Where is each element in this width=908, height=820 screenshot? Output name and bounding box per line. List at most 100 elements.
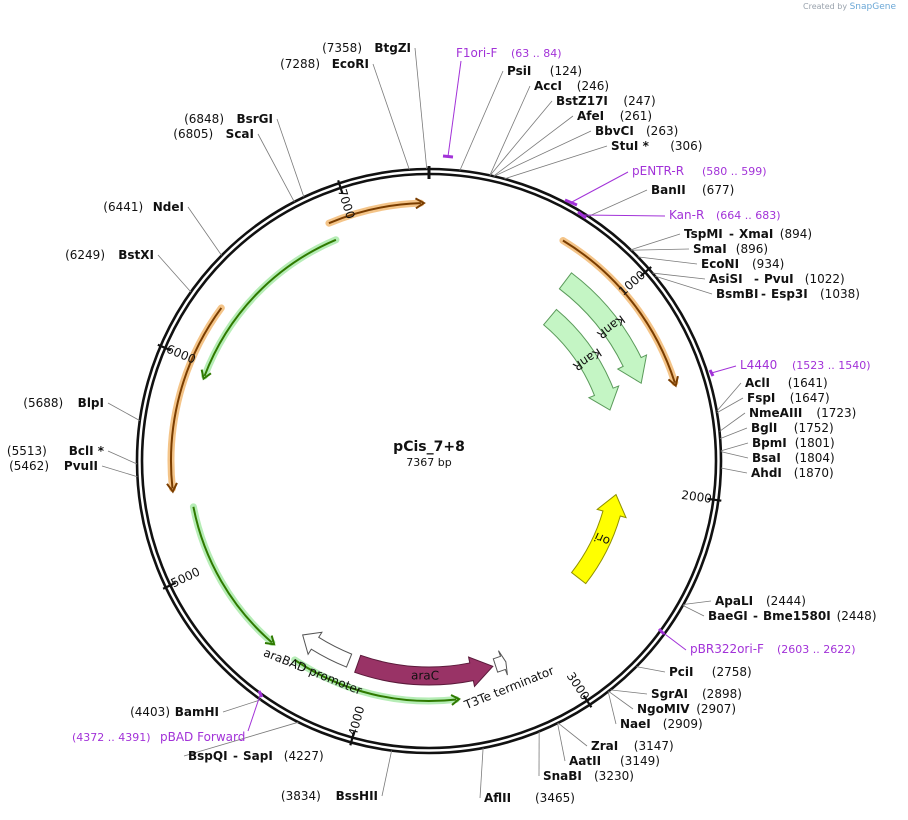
site-name: ZraI xyxy=(591,739,618,753)
site-position: (124) xyxy=(550,64,582,78)
site-bsshii[interactable]: BssHII(3834) xyxy=(281,750,393,803)
site-position: (4227) xyxy=(284,749,324,763)
site-connector xyxy=(504,145,608,180)
primer-f1orif[interactable]: F1ori-F(63 .. 84) xyxy=(442,46,562,159)
site-zrai[interactable]: ZraI(3147) xyxy=(557,722,674,753)
plasmid-length: 7367 bp xyxy=(406,456,451,469)
feature-t3te-arrow[interactable] xyxy=(492,650,508,676)
site-bspqi[interactable]: BspQI-SapI(4227) xyxy=(183,721,324,763)
feature-ori-arrow[interactable] xyxy=(570,493,627,585)
site-asisi[interactable]: AsiSI-PvuI(1022) xyxy=(652,272,845,286)
site-position: (2898) xyxy=(702,687,742,701)
site-naei[interactable]: NaeI(2909) xyxy=(607,691,703,731)
site-position: (7288) xyxy=(280,57,320,71)
site-connector xyxy=(720,451,749,459)
site-name: ScaI xyxy=(226,127,254,141)
site-bamhi[interactable]: BamHI(4403) xyxy=(130,699,261,719)
highlight-layer xyxy=(166,197,679,706)
site-aatii[interactable]: AatII(3149) xyxy=(557,723,660,768)
site-scai[interactable]: ScaI(6805) xyxy=(173,127,295,203)
site-name: BanII xyxy=(651,183,686,197)
site-connector xyxy=(652,272,706,280)
primer-name: L4440 xyxy=(740,358,777,372)
site-bpmi[interactable]: BpmI(1801) xyxy=(720,436,835,452)
site-bbvci[interactable]: BbvCI(263) xyxy=(493,124,678,177)
site-connector xyxy=(716,382,742,412)
site-pvuii[interactable]: PvuII(5462) xyxy=(9,459,138,478)
site-stui[interactable]: StuI *(306) xyxy=(504,139,702,180)
site-bsmbi[interactable]: BsmBI-Esp3I(1038) xyxy=(654,275,860,301)
site-name: NgoMIV xyxy=(637,702,690,716)
site-connector xyxy=(459,70,504,171)
primer-kanr[interactable]: Kan-R(664 .. 683) xyxy=(577,208,781,222)
site-connector xyxy=(720,442,749,452)
site-connector xyxy=(101,465,138,478)
primer-connector xyxy=(581,214,666,217)
site-psii[interactable]: PsiI(124) xyxy=(459,64,582,171)
site-bsai[interactable]: BsaI(1804) xyxy=(720,451,835,465)
site-name: BaeGI xyxy=(708,609,748,623)
site-ecori[interactable]: EcoRI(7288) xyxy=(280,57,410,170)
center-label: pCis_7+8 7367 bp xyxy=(393,439,465,469)
site-name: BamHI xyxy=(175,705,219,719)
site-btgzi[interactable]: BtgZI(7358) xyxy=(322,41,428,170)
site-position: (1641) xyxy=(788,376,828,390)
site-position: (934) xyxy=(752,257,784,271)
feature-kanr-2-arrow[interactable] xyxy=(542,308,620,411)
scale-tick-label-4000: 4000 xyxy=(346,705,368,738)
site-banii[interactable]: BanII(677) xyxy=(588,183,734,217)
site-position: (5688) xyxy=(23,396,63,410)
site-fspi[interactable]: FspI(1647) xyxy=(716,391,830,414)
site-acli[interactable]: AclI(1641) xyxy=(716,376,828,412)
site-pcii[interactable]: PciI(2758) xyxy=(636,665,752,679)
site-smai[interactable]: SmaI(896) xyxy=(631,242,768,256)
site-bcli[interactable]: BclI *(5513) xyxy=(7,444,138,465)
site-blpi[interactable]: BlpI(5688) xyxy=(23,396,141,421)
site-ahdi[interactable]: AhdI(1870) xyxy=(720,466,834,480)
site-baegi[interactable]: BaeGI-Bme1580I(2448) xyxy=(682,604,877,623)
site-position: (1801) xyxy=(795,436,835,450)
site-connector xyxy=(157,254,192,293)
site-aflii[interactable]: AflII(3465) xyxy=(479,747,575,805)
site-nmeaiii[interactable]: NmeAIII(1723) xyxy=(719,406,857,432)
feature-kanr-arrow[interactable] xyxy=(558,272,648,385)
site-name: NaeI xyxy=(620,717,651,731)
site-sgrai[interactable]: SgrAI(2898) xyxy=(610,687,742,701)
site-snabi[interactable]: SnaBI(3230) xyxy=(538,731,634,783)
site-position: (896) xyxy=(736,242,768,256)
site-name-2: Bme1580I xyxy=(763,609,831,623)
site-afei[interactable]: AfeI(261) xyxy=(493,109,652,177)
site-bstxi[interactable]: BstXI(6249) xyxy=(65,248,192,293)
site-bstz17i[interactable]: BstZ17I(247) xyxy=(489,94,656,176)
site-name: BssHII xyxy=(336,789,378,803)
feature-arabad-arrow[interactable] xyxy=(302,631,353,668)
site-connector xyxy=(557,722,588,747)
primer-connector xyxy=(570,171,629,203)
site-econi[interactable]: EcoNI(934) xyxy=(637,256,785,271)
primer-position: (1523 .. 1540) xyxy=(792,359,871,372)
site-bsrgi[interactable]: BsrGI(6848) xyxy=(184,112,305,198)
site-bgli[interactable]: BglI(1752) xyxy=(719,421,834,440)
site-connector xyxy=(588,189,648,217)
primer-pbr322orif[interactable]: pBR322ori-F(2603 .. 2622) xyxy=(657,627,856,656)
site-apali[interactable]: ApaLI(2444) xyxy=(683,594,806,608)
site-connector xyxy=(187,206,222,256)
site-position: (3149) xyxy=(620,754,660,768)
primer-pentrr[interactable]: pENTR-R(580 .. 599) xyxy=(564,164,767,207)
site-name: BbvCI xyxy=(595,124,634,138)
site-position: (3230) xyxy=(594,769,634,783)
site-tspmi[interactable]: TspMI-XmaI(894) xyxy=(630,227,812,251)
site-ngomiv[interactable]: NgoMIV(2907) xyxy=(608,690,737,716)
site-connector xyxy=(372,63,410,170)
site-connector xyxy=(719,427,748,440)
site-position: (6441) xyxy=(103,200,143,214)
site-name: AsiSI xyxy=(709,272,743,286)
site-acci[interactable]: AccI(246) xyxy=(489,79,609,176)
feature-arac-arrow[interactable] xyxy=(354,654,494,688)
site-connector xyxy=(557,723,566,762)
primer-pbadforward[interactable]: (4372 .. 4391)pBAD Forward xyxy=(72,690,264,744)
primer-connector xyxy=(661,631,687,651)
site-ndei[interactable]: NdeI(6441) xyxy=(103,200,222,256)
primer-l4440[interactable]: L4440 (1523 .. 1540) xyxy=(708,358,871,377)
scale-tick-6000 xyxy=(157,343,172,352)
